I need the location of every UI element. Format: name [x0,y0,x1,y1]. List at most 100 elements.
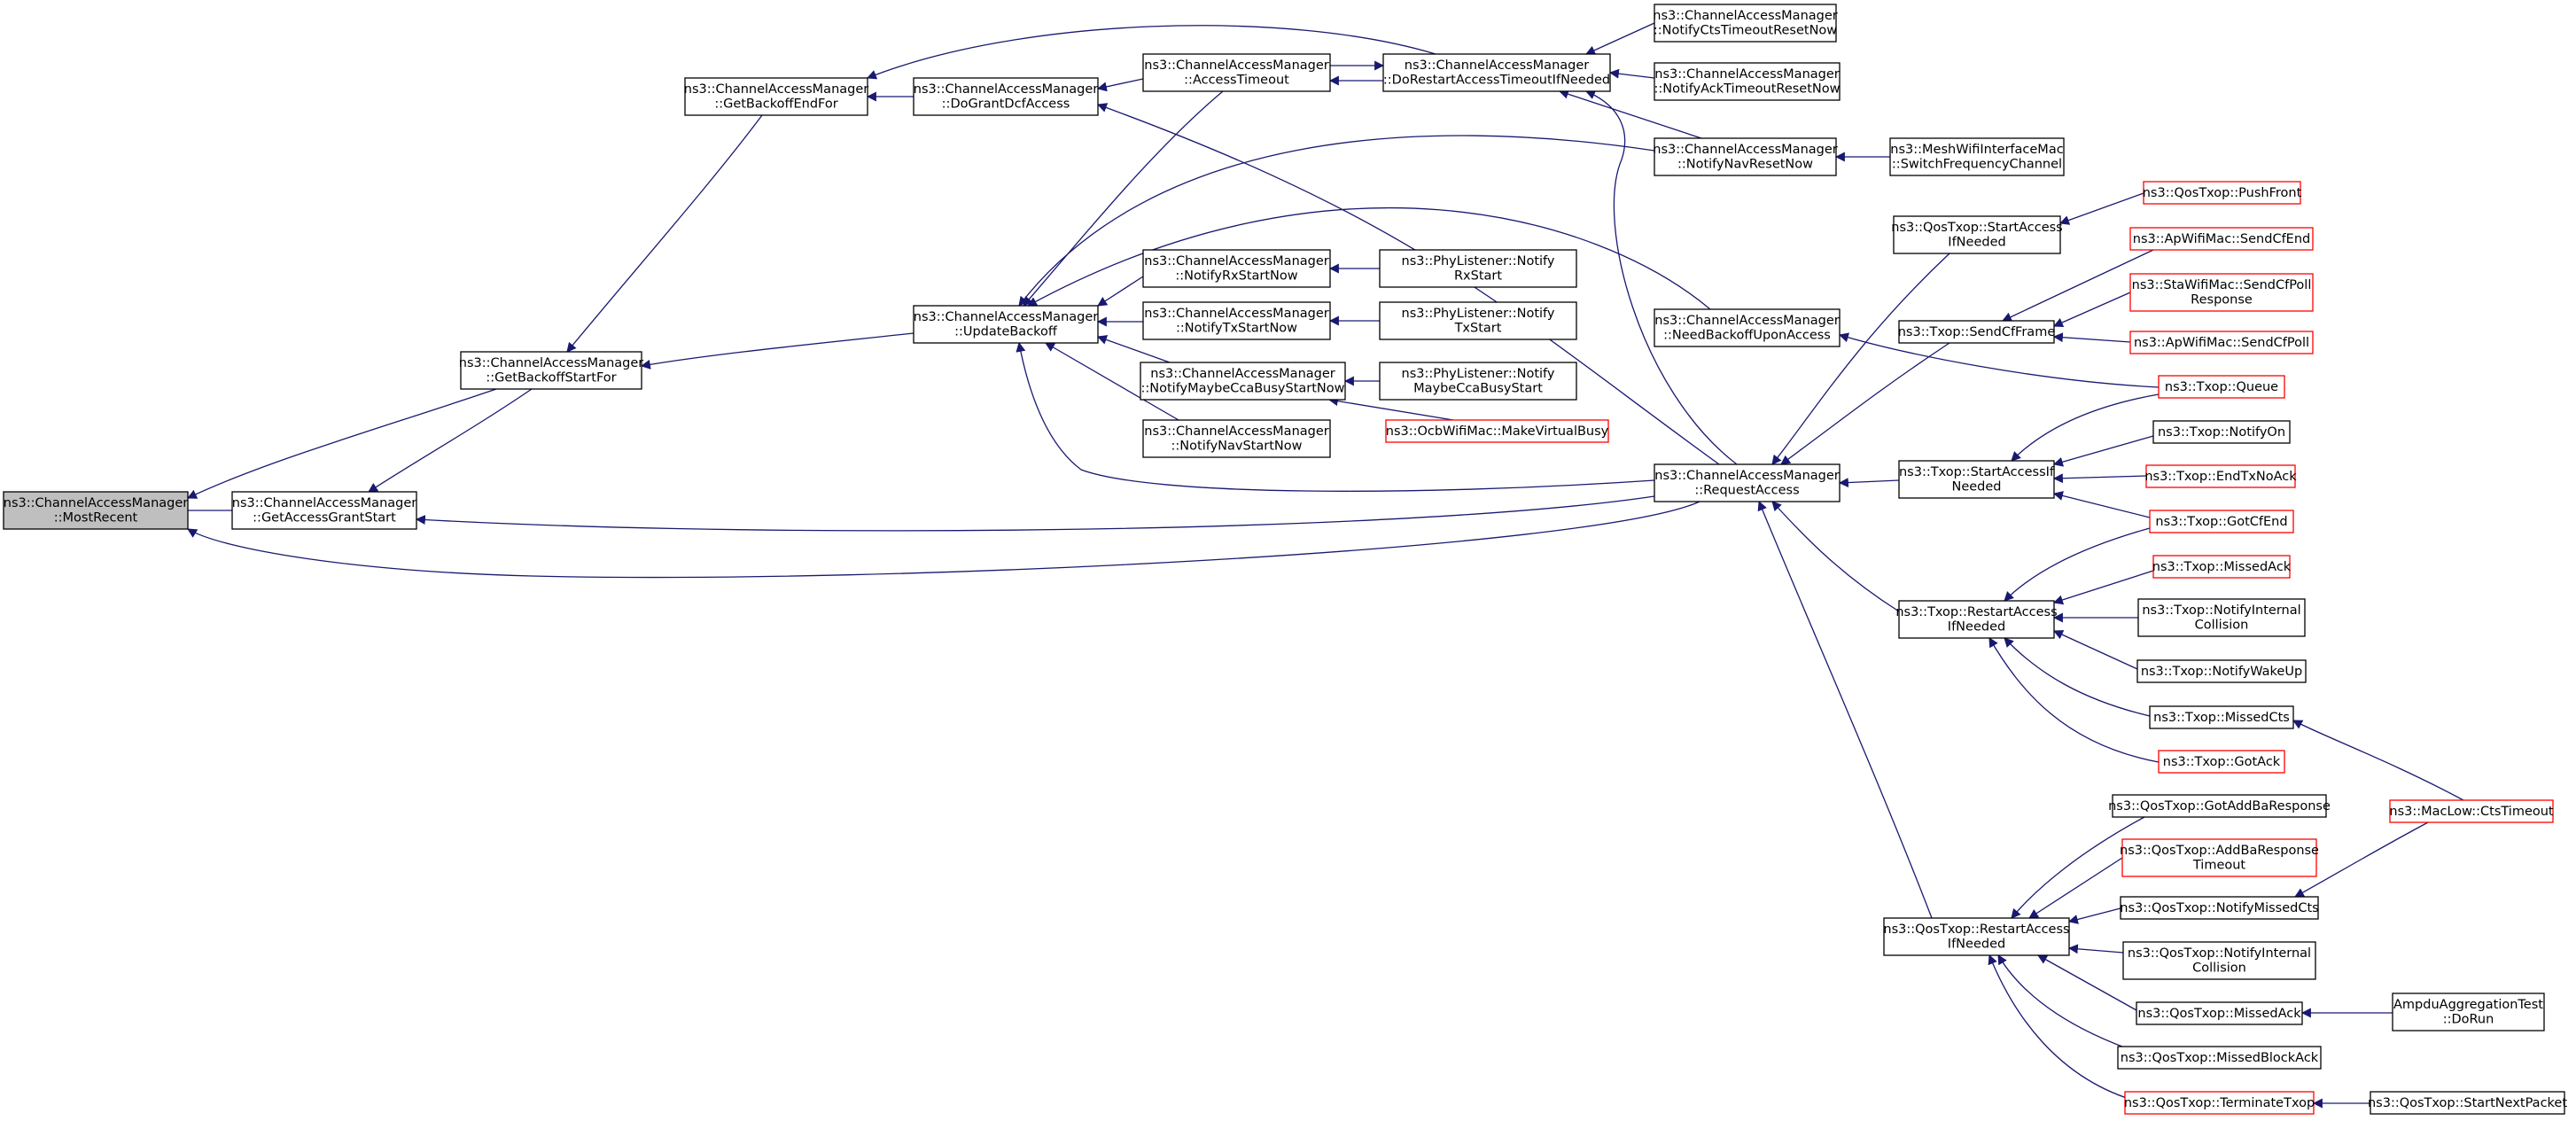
node-notifyctstimeout[interactable]: ns3::ChannelAccessManager::NotifyCtsTime… [1653,4,1838,43]
edge-arrow [1327,396,1454,421]
node-box [2149,705,2294,729]
node-label-line: TxStart [1454,322,1502,336]
edge-arrow [2058,192,2144,225]
node-box [1379,301,1577,340]
node-notifyrxstart[interactable]: ns3::ChannelAccessManager::NotifyRxStart… [1142,249,1331,288]
node-label-line: ns3::QosTxop::StartAccess [1891,221,2062,235]
node-label-line: ::NotifyNavResetNow [1677,158,1813,172]
edge-arrow [187,501,1700,579]
node-qosstartnext[interactable]: ns3::QosTxop::StartNextPacket [2368,1091,2567,1115]
node-qosgotaddba[interactable]: ns3::QosTxop::GotAddBaResponse [2108,794,2331,818]
node-label-line: ns3::ChannelAccessManager [1144,307,1329,321]
node-dorestart[interactable]: ns3::ChannelAccessManager::DoRestartAcce… [1382,53,1611,92]
node-label-line: ns3::QosTxop::AddBaResponse [2120,844,2319,858]
node-label-line: ::NotifyNavStartNow [1171,440,1303,454]
node-getbackoffstartfor[interactable]: ns3::ChannelAccessManager::GetBackoffSta… [459,351,644,390]
node-label-line: ::UpdateBackoff [954,325,1058,339]
node-phytx[interactable]: ns3::PhyListener::NotifyTxStart [1379,301,1577,340]
node-dograntdcfaccess[interactable]: ns3::ChannelAccessManager::DoGrantDcfAcc… [913,77,1099,116]
node-accesstimeout[interactable]: ns3::ChannelAccessManager::AccessTimeout [1142,53,1331,92]
node-label-line: ns3::StaWifiMac::SendCfPoll [2132,278,2312,292]
node-sendcfframe[interactable]: ns3::Txop::SendCfFrame [1898,320,2056,344]
node-label-line: ns3::Txop::NotifyInternal [2142,603,2300,618]
node-label-line: ns3::Txop::SendCfFrame [1898,325,2056,339]
edge-arrow [1584,22,1655,55]
node-txopmissedack[interactable]: ns3::Txop::MissedAck [2152,555,2292,579]
node-label-line: ::NotifyCtsTimeoutResetNow [1654,24,1837,38]
edge-arrow [1584,90,1738,465]
node-label-line: ns3::Txop::NotifyWakeUp [2141,665,2302,679]
node-txopgotcfend[interactable]: ns3::Txop::GotCfEnd [2149,510,2294,533]
node-notifytxstart[interactable]: ns3::ChannelAccessManager::NotifyTxStart… [1142,301,1331,340]
edge-txopgotack-to-txoprestart [1988,637,2160,763]
node-ampdutest[interactable]: AmpduAggregationTest::DoRun [2392,993,2545,1031]
node-label-line: Response [2191,293,2253,307]
edge-arrow [1608,68,1655,79]
node-requestaccess[interactable]: ns3::ChannelAccessManager::RequestAccess [1654,463,1841,502]
node-qosterminate[interactable]: ns3::QosTxop::TerminateTxop [2124,1091,2315,1115]
edge-arrow [1997,954,2145,1055]
node-phycca[interactable]: ns3::PhyListener::NotifyMaybeCcaBusyStar… [1379,362,1577,401]
edge-txopqueue-to-needbackoff [1838,332,2160,388]
node-txopnotifywakeup[interactable]: ns3::Txop::NotifyWakeUp [2136,659,2307,683]
node-txopendtxnoack[interactable]: ns3::Txop::EndTxNoAck [2144,464,2297,488]
node-label-line: ns3::QosTxop::NotifyMissedCts [2120,901,2318,915]
node-macctstimeout[interactable]: ns3::MacLow::CtsTimeout [2389,799,2554,823]
node-txopqueue[interactable]: ns3::Txop::Queue [2158,375,2285,399]
node-box [2143,181,2301,205]
node-meshswitch[interactable]: ns3::MeshWifiInterfaceMac::SwitchFrequen… [1889,137,2065,176]
node-phyrx[interactable]: ns3::PhyListener::NotifyRxStart [1379,249,1577,288]
node-getbackoffendfor[interactable]: ns3::ChannelAccessManager::GetBackoffEnd… [684,77,869,116]
node-txopmissedcts[interactable]: ns3::Txop::MissedCts [2149,705,2294,729]
node-apsendcfend[interactable]: ns3::ApWifiMac::SendCfEnd [2129,227,2314,251]
edge-arrow [1016,341,1655,492]
node-qospushfront[interactable]: ns3::QosTxop::PushFront [2143,181,2302,205]
edge-notifyacktimeout-to-dorestart [1608,68,1655,79]
node-notifynavreset[interactable]: ns3::ChannelAccessManager::NotifyNavRese… [1653,137,1838,176]
node-box [1898,460,2055,499]
node-box [1654,308,1841,347]
node-label-line: ns3::ChannelAccessManager [914,82,1099,97]
node-qosmissedblockack[interactable]: ns3::QosTxop::MissedBlockAck [2117,1046,2322,1070]
node-label-line: ::DoRestartAccessTimeoutIfNeeded [1383,74,1610,88]
node-apsendcfpoll[interactable]: ns3::ApWifiMac::SendCfPoll [2129,331,2314,354]
node-notifymaybecca[interactable]: ns3::ChannelAccessManager::NotifyMaybeCc… [1140,362,1346,401]
node-label-line: ns3::Txop::GotAck [2163,755,2281,769]
edge-apsendcfend-to-sendcfframe [2002,249,2154,322]
node-label-line: ns3::ChannelAccessManager [232,496,417,510]
node-needbackoff[interactable]: ns3::ChannelAccessManager::NeedBackoffUp… [1654,308,1841,347]
edge-arrow [1018,135,1655,307]
node-box [1654,463,1841,502]
node-box [2129,227,2314,251]
edge-requestaccess-to-updatebackoff [1016,341,1655,492]
node-qosnotifymissedcts[interactable]: ns3::QosTxop::NotifyMissedCts [2120,896,2319,920]
node-txopgotack[interactable]: ns3::Txop::GotAck [2158,750,2285,774]
node-label-line: ns3::Txop::RestartAccess [1895,605,2057,619]
node-txopnotifyon[interactable]: ns3::Txop::NotifyOn [2152,420,2291,444]
node-label-line: Needed [1951,480,2001,494]
edge-txopendtxnoack-to-txopstartaccess [2052,473,2147,484]
node-notifyacktimeout[interactable]: ns3::ChannelAccessManager::NotifyAckTime… [1654,62,1841,101]
edge-arrow [866,25,1436,80]
node-qosmissedack[interactable]: ns3::QosTxop::MissedAck [2136,1001,2303,1025]
node-label-line: ns3::QosTxop::MissedBlockAck [2121,1051,2319,1065]
node-getaccessgrantstart[interactable]: ns3::ChannelAccessManager::GetAccessGran… [231,491,417,530]
edge-notifynavstart-to-updatebackoff [1045,342,1179,421]
node-notifynavstart[interactable]: ns3::ChannelAccessManager::NotifyNavStar… [1142,419,1331,458]
node-label-line: ns3::QosTxop::NotifyInternal [2128,946,2311,961]
edge-arrow [2067,907,2121,924]
node-updatebackoff[interactable]: ns3::ChannelAccessManager::UpdateBackoff [913,305,1099,344]
edge-arrow [1097,276,1144,307]
node-ocbvirtual[interactable]: ns3::OcbWifiMac::MakeVirtualBusy [1385,419,1609,443]
edge-txopnotifywakeup-to-txoprestart [2052,630,2138,670]
edge-qosaddbatimeout-to-qosrestart [2028,857,2123,919]
node-label-line: RxStart [1454,269,1502,284]
